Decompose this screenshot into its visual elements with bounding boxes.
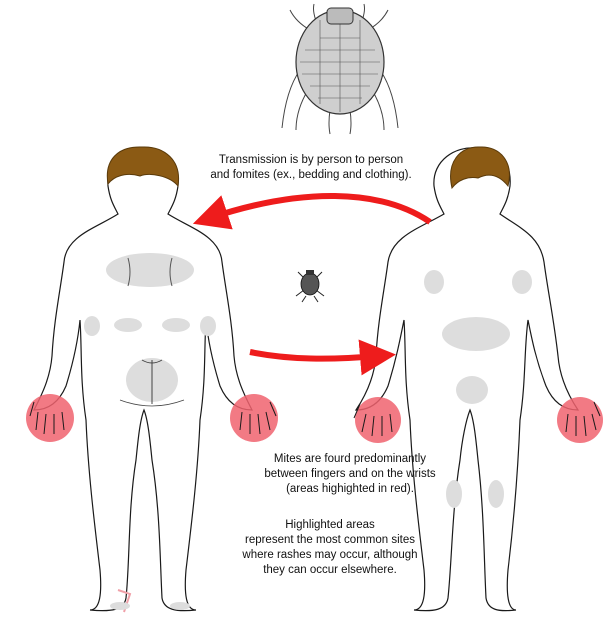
rash-area-waist xyxy=(442,317,510,351)
mites-caption-line: Mites are fourd predominantly xyxy=(240,452,460,467)
transmission-arrow-return-icon xyxy=(250,352,378,359)
hand-highlight-left-front xyxy=(355,397,401,443)
rash-area-upper-back xyxy=(106,253,194,287)
transmission-caption-line: and fomites (ex., bedding and clothing). xyxy=(180,168,442,183)
highlighted-caption-line: where rashes may occur, although xyxy=(220,548,440,563)
highlighted-caption-line: Highlighted areas xyxy=(220,518,440,533)
hand-highlight-right-front xyxy=(557,397,603,443)
mite-illustration-icon xyxy=(282,4,398,134)
highlighted-areas-caption: Highlighted areas represent the most com… xyxy=(220,518,440,578)
transmission-caption: Transmission is by person to person and … xyxy=(180,153,442,183)
transmission-caption-line: Transmission is by person to person xyxy=(180,153,442,168)
highlighted-caption-line: they can occur elsewhere. xyxy=(220,563,440,578)
hand-highlight-right-back xyxy=(230,394,278,442)
rash-area-groin xyxy=(456,376,488,404)
mites-caption-line: (areas highighted in red). xyxy=(240,482,460,497)
mites-caption-line: between fingers and on the wrists xyxy=(240,467,460,482)
small-mite-icon xyxy=(296,270,324,302)
transmission-arrow-icon xyxy=(210,196,430,222)
mites-caption: Mites are fourd predominantly between fi… xyxy=(240,452,460,497)
hand-highlight-left-back xyxy=(26,394,74,442)
highlighted-caption-line: represent the most common sites xyxy=(220,533,440,548)
